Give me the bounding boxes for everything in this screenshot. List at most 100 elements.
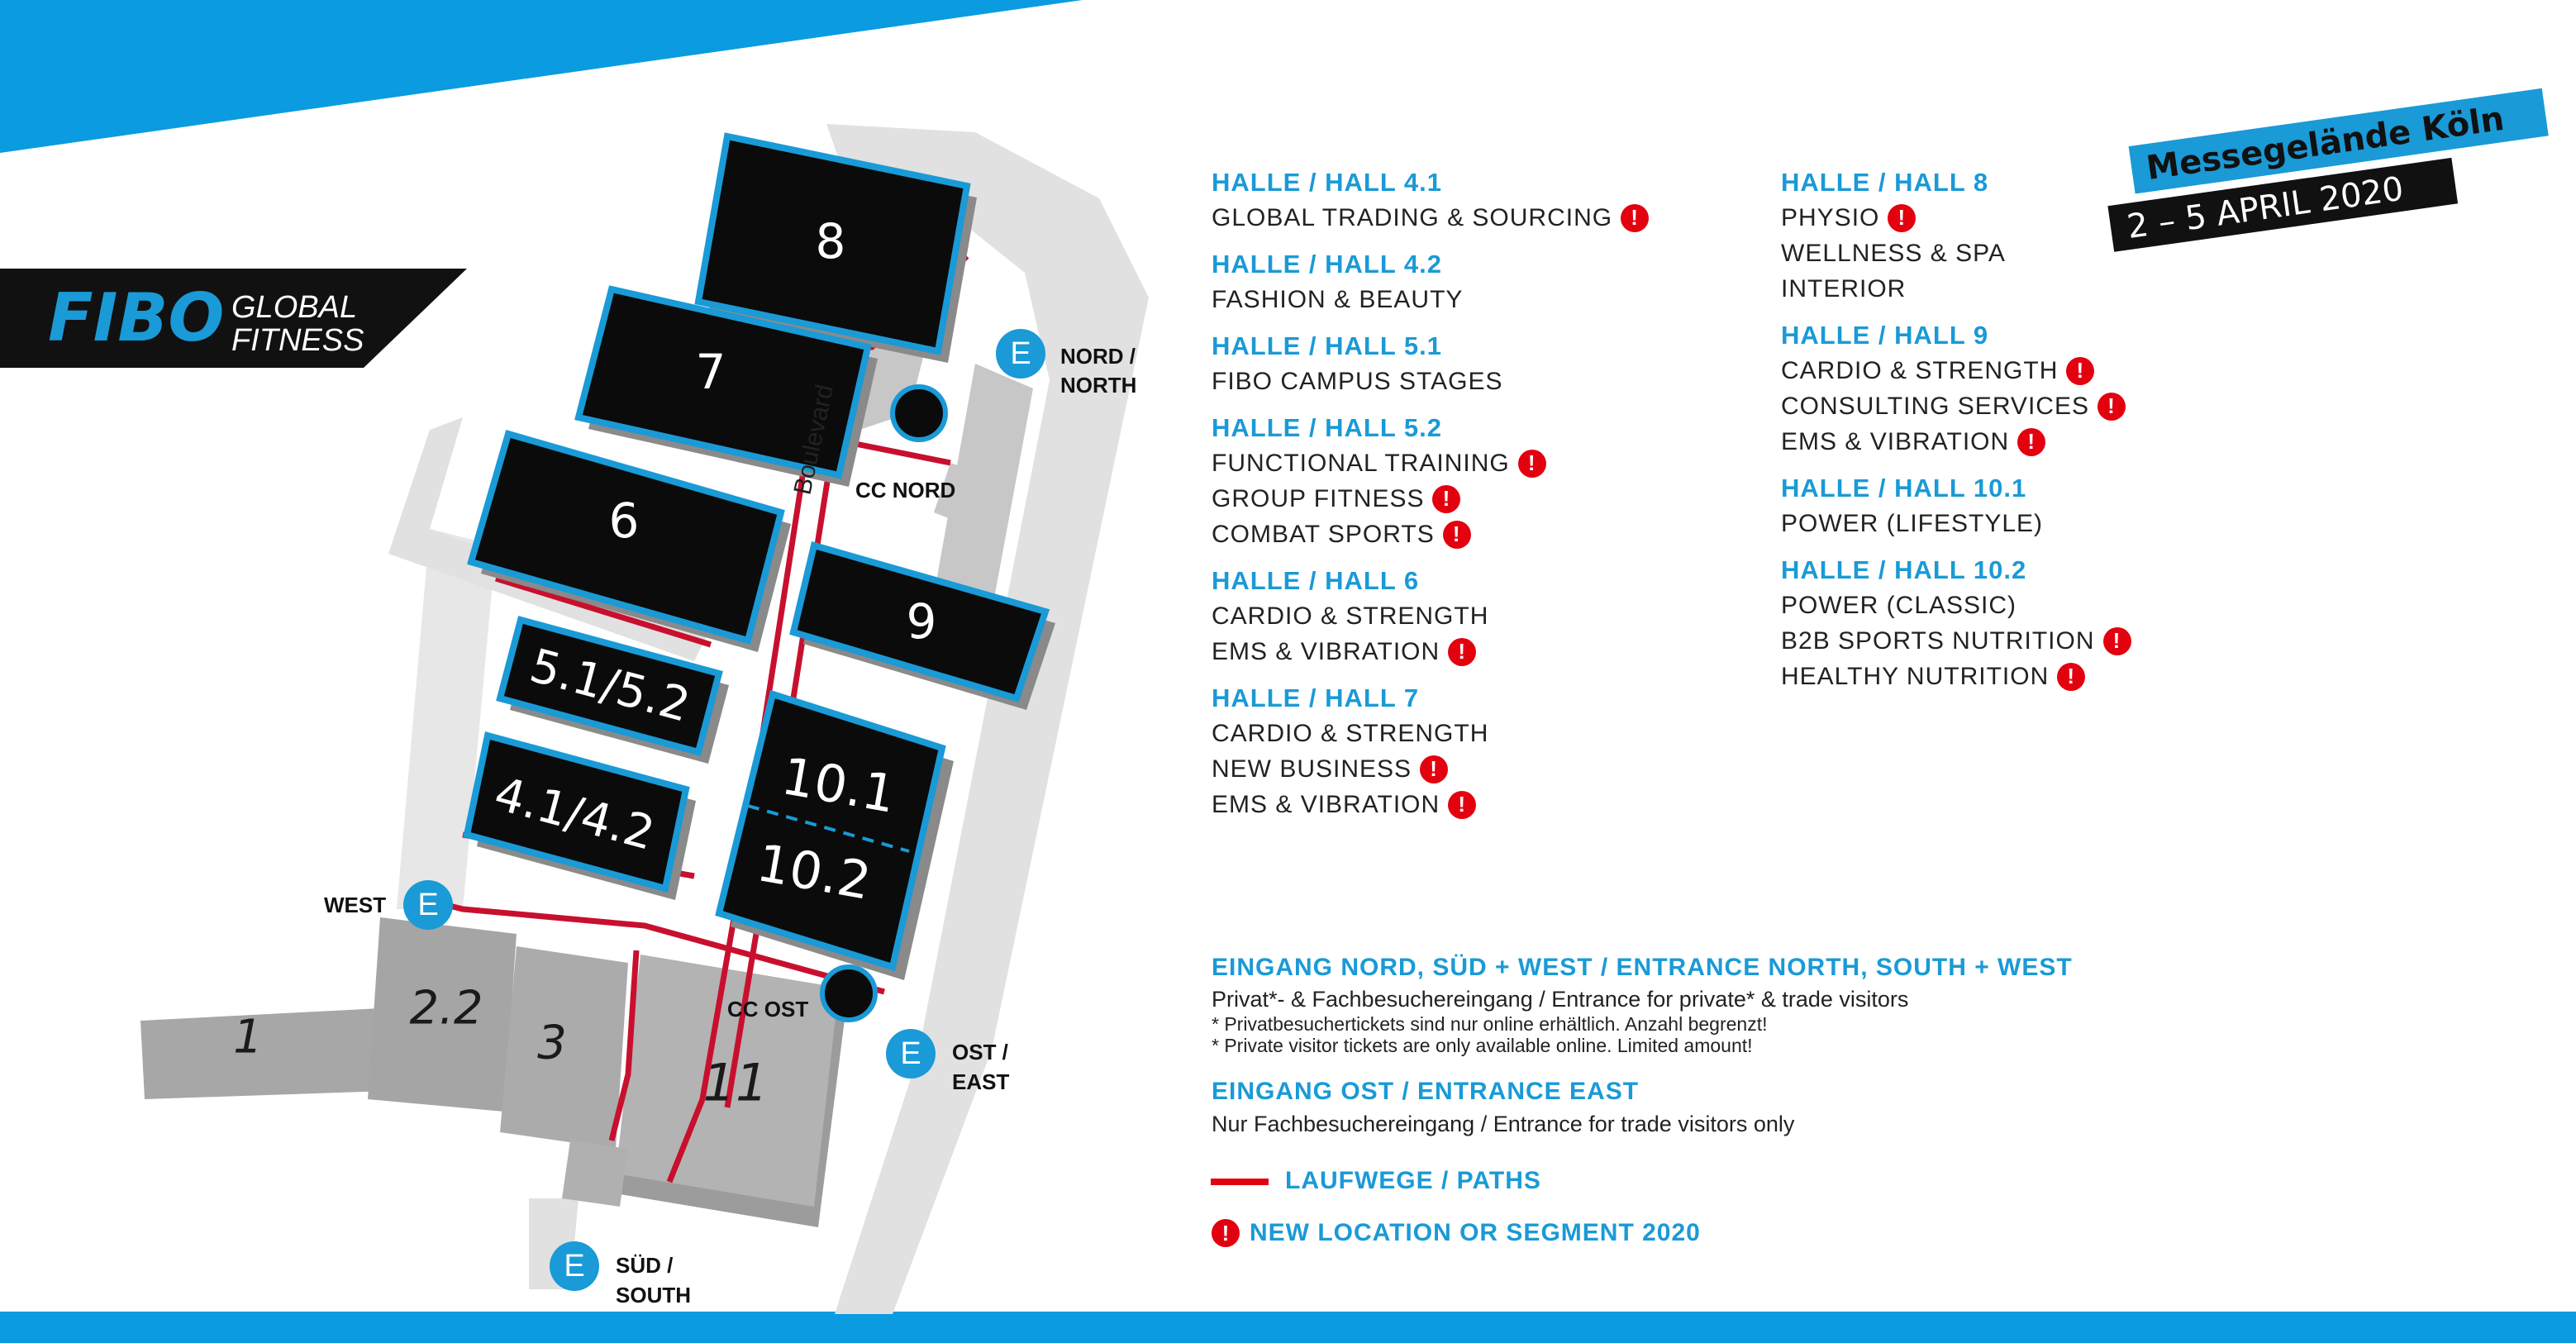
building-11-shape (616, 955, 839, 1207)
hall-segment: EMS & VIBRATION! (1212, 634, 1740, 669)
hall-9-label: 9 (907, 593, 937, 650)
hall-segment-label: EMS & VIBRATION (1212, 791, 1440, 818)
hall-segment: CARDIO & STRENGTH! (1781, 353, 2310, 388)
hall-segment: EMS & VIBRATION! (1781, 424, 2310, 460)
cc-ost-marker[interactable] (820, 964, 878, 1022)
gate-east-de: OST / (952, 1040, 1008, 1064)
hall-legend-title: HALLE / HALL 5.1 (1212, 331, 1442, 360)
gate-east-en: EAST (952, 1069, 1009, 1094)
new-segment-warning-icon: ! (1448, 637, 1477, 666)
hall-legend-title: HALLE / HALL 6 (1212, 566, 1420, 595)
entrance-north[interactable]: E NORD / NORTH (996, 329, 1136, 398)
hall-10[interactable]: 10.1 10.2 (715, 689, 954, 980)
building-11-label: 11 (703, 1053, 769, 1113)
new-segment-warning-icon: ! (1621, 203, 1650, 232)
new-legend: ! NEW LOCATION OR SEGMENT 2020 (1212, 1219, 1701, 1247)
hall-segment: CARDIO & STRENGTH (1212, 716, 1740, 751)
new-segment-warning-icon: ! (2057, 662, 2086, 691)
hall-segment: FIBO CAMPUS STAGES (1212, 364, 1740, 399)
hall-legend-title: HALLE / HALL 7 (1212, 683, 1420, 712)
building-3-label: 3 (537, 1017, 567, 1070)
top-banner-stripe (0, 0, 1083, 153)
hall-segment: FUNCTIONAL TRAINING! (1212, 445, 1740, 481)
bottom-stripe (0, 1312, 2576, 1343)
hall-segment: PHYSIO! (1781, 200, 2310, 236)
hall-9[interactable]: 9 (789, 541, 1055, 710)
hall-segment: WELLNESS & SPA (1781, 236, 2310, 271)
cc-ost-label: CC OST (727, 997, 808, 1022)
hall-legend-block: HALLE / HALL 6 CARDIO & STRENGTH EMS & VIB… (1212, 564, 1740, 669)
entrance-east-line: Nur Fachbesuchereingang / Entrance for t… (1212, 1112, 1795, 1136)
hall-6[interactable]: 6 (467, 430, 791, 652)
hall-segment: POWER (LIFESTYLE) (1781, 506, 2310, 541)
cc-nord-label: CC NORD (855, 478, 955, 502)
entrance-north-letter: E (1010, 336, 1031, 371)
hall-legend-title: HALLE / HALL 10.2 (1781, 555, 2027, 584)
new-segment-warning-icon: ! (2066, 356, 2095, 385)
building-2-2-label: 2.2 (409, 982, 483, 1036)
hall-segment: CARDIO & STRENGTH (1212, 598, 1740, 634)
hall-5-1-5-2[interactable]: 5.1/5.2 (496, 616, 729, 764)
hall-segment-label: GLOBAL TRADING & SOURCING (1212, 204, 1613, 231)
hall-segment: HEALTHY NUTRITION! (1781, 659, 2310, 694)
building-1-shape (140, 1008, 388, 1099)
hall-segment: INTERIOR (1781, 271, 2310, 307)
hall-7[interactable]: 7 (574, 285, 878, 487)
hall-segment-label: COMBAT SPORTS (1212, 521, 1435, 548)
new-segment-warning-icon: ! (2017, 427, 2046, 456)
warning-icon: ! (1212, 1219, 1240, 1247)
hall-segment-label: B2B SPORTS NUTRITION (1781, 627, 2095, 655)
hall-4-1-4-2[interactable]: 4.1/4.2 (463, 731, 696, 900)
hall-7-label: 7 (696, 344, 726, 400)
hall-segment-label: POWER (CLASSIC) (1781, 592, 2017, 619)
new-segment-warning-icon: ! (2102, 626, 2131, 655)
hall-segment-label: FASHION & BEAUTY (1212, 286, 1464, 313)
entrance-nsw-line: Privat*- & Fachbesuchereingang / Entranc… (1212, 987, 1909, 1012)
hall-6-label: 6 (609, 493, 640, 549)
hall-segment-label: WELLNESS & SPA (1781, 240, 2006, 267)
hall-segment-label: CONSULTING SERVICES (1781, 393, 2089, 420)
building-2-2-shape (368, 917, 517, 1112)
entrance-south[interactable]: E SÜD / SOUTH (550, 1241, 691, 1307)
paths-legend-label: LAUFWEGE / PATHS (1285, 1167, 1541, 1194)
hall-8[interactable]: 8 (694, 132, 977, 363)
hall-segment-label: INTERIOR (1781, 275, 1907, 302)
hall-8-label: 8 (816, 213, 846, 269)
entrance-nsw-note-en: * Private visitor tickets are only avail… (1212, 1035, 1753, 1056)
hall-legend-title: HALLE / HALL 4.1 (1212, 168, 1442, 197)
hall-segment: NEW BUSINESS! (1212, 751, 1740, 787)
new-legend-label: NEW LOCATION OR SEGMENT 2020 (1250, 1219, 1701, 1246)
hall-segment: POWER (CLASSIC) (1781, 588, 2310, 623)
hall-segment-label: CARDIO & STRENGTH (1781, 357, 2059, 384)
entrance-east[interactable]: E OST / EAST (886, 1029, 1009, 1094)
fibo-wordmark: FIBO (48, 279, 224, 356)
hall-segment: COMBAT SPORTS! (1212, 517, 1740, 552)
hall-segment-label: EMS & VIBRATION (1781, 428, 2010, 455)
gate-north-en: NORTH (1060, 373, 1136, 398)
cc-nord-marker[interactable] (890, 384, 948, 442)
new-segment-warning-icon: ! (1888, 203, 1917, 232)
hall-legend-title: HALLE / HALL 9 (1781, 321, 1989, 350)
building-connector (562, 1141, 628, 1207)
hall-segment-label: CARDIO & STRENGTH (1212, 602, 1489, 630)
entrance-nsw-note-de: * Privatbesuchertickets sind nur online … (1212, 1013, 1768, 1035)
gate-south-de: SÜD / (616, 1253, 673, 1278)
entrance-south-letter: E (564, 1249, 584, 1283)
hall-legend-title: HALLE / HALL 10.1 (1781, 474, 2027, 502)
hall-segment-label: POWER (LIFESTYLE) (1781, 510, 2044, 537)
entrance-west[interactable]: E WEST (324, 880, 453, 930)
entrance-west-letter: E (417, 888, 438, 922)
hall-segment-label: HEALTHY NUTRITION (1781, 663, 2050, 690)
hall-segment: GROUP FITNESS! (1212, 481, 1740, 517)
